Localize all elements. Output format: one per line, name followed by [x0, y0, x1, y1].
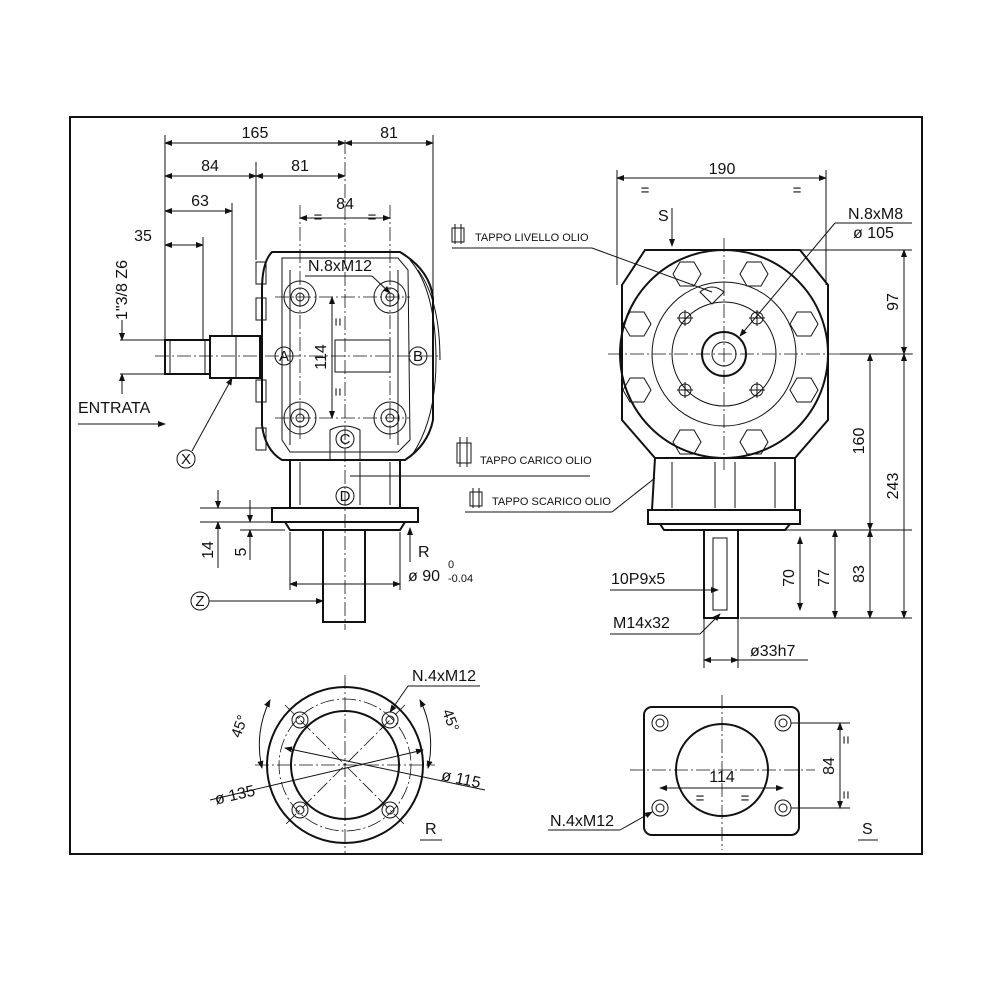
dim-114-s: 114 [709, 769, 735, 786]
angle-45-right: 45° [438, 707, 462, 734]
label-tappo-carico: TAPPO CARICO OLIO [480, 455, 592, 467]
housing-inner [281, 257, 411, 453]
dim-83: 83 [851, 565, 868, 583]
svg-text:=: = [330, 317, 347, 326]
svg-text:=: = [641, 182, 650, 199]
dim-77: 77 [816, 569, 833, 587]
marker-x [176, 449, 196, 469]
svg-text:-0.04: -0.04 [448, 573, 473, 585]
housing-outline [261, 251, 434, 461]
dim-70: 70 [781, 569, 798, 587]
marker-a [274, 346, 294, 366]
svg-text:Z: Z [195, 593, 204, 610]
svg-text:=: = [741, 790, 750, 807]
dim-81-mid: 81 [291, 158, 309, 175]
svg-text:=: = [314, 209, 323, 226]
label-holes-front: N.8xM12 [308, 258, 372, 275]
svg-text:A: A [279, 348, 289, 365]
dim-84-holes: 84 [336, 196, 354, 213]
dim-97: 97 [885, 293, 902, 311]
dim-190: 190 [709, 161, 736, 178]
label-tappo-livello: TAPPO LIVELLO OLIO [475, 232, 589, 244]
hex-bolts [622, 261, 819, 455]
label-holes-s: N.4xM12 [550, 813, 614, 830]
dim-84-left: 84 [201, 158, 219, 175]
view-label-r: R [425, 821, 437, 838]
drawing-frame [69, 116, 923, 855]
side-dimensions: 190 = = S N.8xM8 ø 105 97 160 243 70 77 … [610, 161, 912, 668]
dim-dia115: ø 115 [440, 767, 482, 792]
view-label-s: S [862, 821, 873, 838]
svg-text:=: = [330, 387, 347, 396]
output-shaft [322, 529, 366, 623]
svg-text:B: B [413, 348, 423, 365]
svg-text:=: = [838, 790, 855, 799]
label-r-arrow: R [418, 544, 430, 561]
dim-160: 160 [851, 428, 868, 455]
svg-text:D: D [340, 488, 351, 505]
svg-text:=: = [696, 790, 705, 807]
dim-35: 35 [134, 228, 152, 245]
plug-icon [451, 224, 465, 244]
m8-holes [677, 310, 765, 398]
oil-plug-labels: TAPPO LIVELLO OLIO TAPPO CARICO OLIO TAP… [350, 224, 713, 513]
svg-text:=: = [838, 735, 855, 744]
label-key: 10P9x5 [611, 571, 665, 588]
dim-5: 5 [233, 547, 250, 556]
svg-text:X: X [181, 451, 191, 468]
svg-text:=: = [368, 209, 377, 226]
front-dimensions: 165 81 84 81 63 35 84 = = 1"3/8 Z6 N.8xM… [78, 125, 473, 611]
dim-84-s: 84 [821, 757, 838, 775]
dim-14: 14 [200, 541, 217, 559]
input-shaft [164, 339, 211, 375]
label-s-arrow: S [658, 208, 669, 225]
plug-icon [456, 437, 472, 467]
dim-dia135: ø 135 [213, 783, 257, 809]
dim-63: 63 [191, 193, 209, 210]
label-bolt: M14x32 [613, 615, 670, 632]
marker-c [335, 429, 355, 449]
label-tappo-scarico: TAPPO SCARICO OLIO [492, 496, 611, 508]
marker-b [408, 346, 428, 366]
label-entrata: ENTRATA [78, 400, 151, 417]
side-view [608, 238, 915, 619]
dim-dia90: ø 90 [408, 568, 440, 585]
svg-text:C: C [340, 431, 351, 448]
dim-thread: 1"3/8 Z6 [114, 260, 131, 320]
plug-icon [469, 488, 483, 508]
front-view [155, 140, 441, 630]
label-holes-r: N.4xM12 [412, 668, 476, 685]
output-flange [271, 507, 419, 523]
svg-text:=: = [793, 182, 802, 199]
dim-81-top: 81 [380, 125, 398, 142]
marker-d [335, 486, 355, 506]
view-r: 45° 45° N.4xM12 ø 135 ø 115 R [209, 668, 486, 855]
dim-dia105: ø 105 [853, 225, 894, 242]
dim-243: 243 [885, 473, 902, 500]
dim-165: 165 [242, 125, 269, 142]
angle-45-left: 45° [228, 713, 252, 740]
dim-dia33: ø33h7 [750, 643, 795, 660]
side-output-shaft [703, 529, 739, 619]
label-holes-side: N.8xM8 [848, 206, 903, 223]
view-s: 114 = = 84 = = N.4xM12 S [548, 695, 878, 850]
dim-114-vert: 114 [313, 344, 330, 370]
svg-text:0: 0 [448, 559, 454, 571]
